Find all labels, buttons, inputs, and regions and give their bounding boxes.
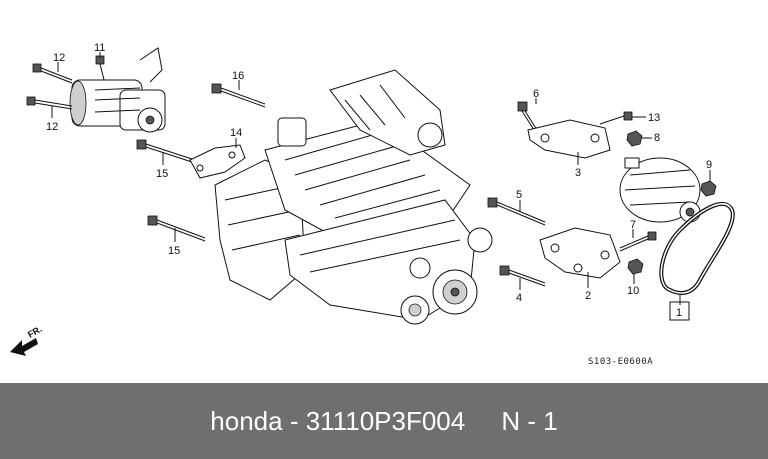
footer-part-info: honda - 31110P3F004 N - 1: [210, 406, 557, 437]
callout-16: 16: [232, 70, 244, 82]
callout-1-box: [669, 301, 690, 321]
callout-12-upper: 12: [53, 52, 65, 64]
callout-6: 6: [533, 88, 539, 100]
callout-4: 4: [516, 292, 522, 304]
footer-separator: -: [282, 405, 306, 436]
engine-assembly: [214, 69, 493, 325]
callout-12-lower: 12: [46, 121, 58, 133]
callout-10: 10: [627, 285, 639, 297]
nut-8: [626, 130, 643, 147]
bracket-2: [539, 227, 621, 279]
bolt-4: [499, 265, 546, 287]
callout-5: 5: [516, 189, 522, 201]
bolt-11: [95, 55, 105, 81]
starter-motor: [69, 47, 166, 133]
callout-15-upper: 15: [156, 168, 168, 180]
callout-2: 2: [585, 290, 591, 302]
callout-8: 8: [654, 132, 660, 144]
bolt-5: [487, 197, 546, 226]
footer-part-number: 31110P3F004: [305, 405, 466, 436]
bolt-16: [211, 83, 266, 108]
callout-7: 7: [630, 219, 636, 231]
footer-bar: honda - 31110P3F004 N - 1: [0, 383, 768, 459]
exploded-view-svg: 12 12 11 15 14 16 15 6 13 8 3 9 5 7 2 4 …: [10, 42, 735, 367]
leader-lines: [51, 52, 711, 305]
front-direction-indicator: FR.: [10, 324, 44, 356]
footer-gap: [465, 406, 501, 436]
bolt-12-upper: [32, 63, 73, 84]
bolt-12-lower: [26, 96, 73, 110]
front-arrow-icon: [10, 338, 38, 356]
bolt-6: [517, 101, 538, 131]
alternator: [619, 157, 701, 223]
footer-brand: honda: [210, 405, 283, 436]
footer-quantity: N - 1: [501, 405, 558, 436]
bracket-3: [527, 119, 611, 159]
bolt-15-lower: [147, 215, 206, 242]
callout-1: 1: [676, 307, 682, 319]
nut-10: [627, 258, 644, 275]
parts-diagram: 12 12 11 15 14 16 15 6 13 8 3 9 5 7 2 4 …: [10, 42, 735, 367]
callout-3: 3: [575, 167, 581, 179]
bolt-15-upper: [136, 139, 196, 164]
callout-11: 11: [94, 42, 105, 54]
callout-15-lower: 15: [168, 245, 180, 257]
callout-9: 9: [706, 159, 712, 171]
bracket-14: [189, 144, 246, 179]
callout-14: 14: [230, 127, 242, 139]
nut-9: [700, 180, 717, 197]
drawing-code: S103-E0600A: [588, 357, 653, 367]
drive-belt-1: [659, 202, 735, 295]
callout-13: 13: [648, 112, 660, 124]
bolt-7: [619, 231, 657, 252]
direction-label: FR.: [26, 324, 44, 340]
bolt-13: [599, 111, 633, 125]
